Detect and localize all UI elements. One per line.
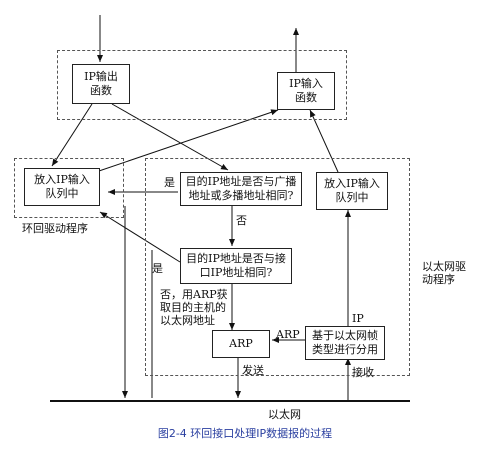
ip-layer-region: [57, 50, 347, 120]
broadcast-check-box: 目的IP地址是否与广播 地址或多播地址相同?: [180, 172, 302, 206]
arrow-output-to-loopback: [51, 103, 93, 167]
arrow-yes-iface: [99, 211, 181, 263]
send-label: 发送: [242, 364, 264, 377]
arp-arrow-label: ARP: [276, 328, 300, 341]
arrow-output-to-check: [111, 103, 229, 171]
receive-label: 接收: [352, 366, 374, 379]
yes-label-bottom: 是: [152, 262, 163, 275]
no-arp-label: 否，用ARP获 取目的主机的 以太网地址: [160, 288, 228, 327]
demux-box: 基于以太网帧 类型进行分用: [305, 326, 385, 360]
arp-box: ARP: [212, 330, 270, 358]
ethernet-driver-region: [145, 158, 410, 376]
yes-label-top: 是: [164, 176, 175, 189]
ip-input-box: IP输入 函数: [277, 72, 335, 110]
eth-queue-box: 放入IP输入 队列中: [316, 172, 388, 210]
figure-caption: 图2-4 环回接口处理IP数据报的过程: [157, 427, 333, 440]
loopback-queue-box: 放入IP输入 队列中: [24, 168, 100, 206]
ethernet-driver-label: 以太网驱 动程序: [422, 260, 466, 286]
ethernet-label: 以太网: [268, 408, 301, 421]
loopback-driver-region: [14, 158, 124, 218]
ip-output-box: IP输出 函数: [72, 64, 130, 104]
no-label-middle: 否: [236, 214, 247, 227]
arrow-ethqueue-to-input: [309, 109, 339, 173]
ip-arrow-label: IP: [352, 312, 364, 325]
iface-check-box: 目的IP地址是否与接 口IP地址相同?: [180, 248, 292, 284]
arrow-loopback-to-input: [95, 109, 279, 173]
loopback-driver-label: 环回驱动程序: [22, 222, 88, 235]
